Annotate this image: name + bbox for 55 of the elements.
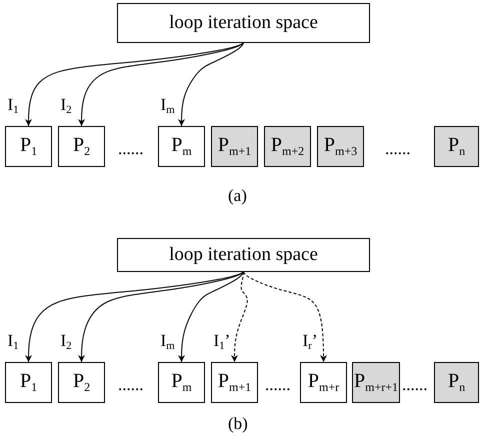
node-label: P$_{2}$ <box>72 370 90 395</box>
arrow <box>178 272 244 362</box>
node-label: loop iteration space <box>169 12 318 34</box>
processor-box <box>211 362 258 403</box>
edge-label: I$_{1}$ <box>6 332 20 352</box>
ellipsis: ...... <box>265 376 290 393</box>
arrow <box>78 272 244 362</box>
edge-label: I$_{2}$ <box>60 332 73 352</box>
node-label: P$_{m+1}$ <box>218 134 252 159</box>
edge-label: I$_{m}$ <box>160 96 176 116</box>
edge-label: I$_{1}$’ <box>212 332 232 352</box>
edge-label: I$_{2}$ <box>60 96 73 116</box>
node-label: P$_{m+r+1}$ <box>354 370 398 395</box>
arrow <box>243 272 327 362</box>
node-label: P$_{m+1}$ <box>218 370 252 395</box>
edge-label: I$_{r}$’ <box>302 332 319 352</box>
ellipsis: ...... <box>118 376 144 393</box>
shaded-processor-box <box>434 126 479 167</box>
iteration-space-box <box>117 3 370 43</box>
shaded-processor-box <box>434 362 479 403</box>
processor-box <box>300 362 347 403</box>
node-label: P$_{1}$ <box>20 134 38 159</box>
node-label: loop iteration space <box>169 244 318 266</box>
processor-box <box>158 362 205 403</box>
edge-label: I$_{1}$ <box>6 96 20 116</box>
processor-box <box>158 126 205 167</box>
processor-box <box>58 126 105 167</box>
processor-box <box>5 362 52 403</box>
processor-box <box>5 126 52 167</box>
arrow <box>78 42 244 126</box>
iteration-space-box <box>117 238 370 272</box>
node-label: P$_{m}$ <box>171 134 192 159</box>
node-label: P$_{1}$ <box>20 370 38 395</box>
arrow <box>25 42 244 126</box>
edge-label: I$_{m}$ <box>160 332 176 352</box>
panel-label: (b) <box>228 415 248 432</box>
node-label: P$_{2}$ <box>72 134 90 159</box>
arrow <box>25 272 244 362</box>
shaded-processor-box <box>352 362 400 403</box>
ellipsis: ...... <box>385 140 410 157</box>
node-label: P$_{m+r}$ <box>308 370 340 395</box>
node-label: P$_{m+3}$ <box>324 134 358 159</box>
shaded-processor-box <box>211 126 258 167</box>
shaded-processor-box <box>317 126 364 167</box>
processor-box <box>58 362 105 403</box>
panel-label: (a) <box>228 187 247 204</box>
ellipsis: ...... <box>402 376 428 393</box>
node-label: P$_{m+2}$ <box>270 134 304 159</box>
node-label: P$_{n}$ <box>448 370 466 395</box>
node-label: P$_{n}$ <box>448 134 466 159</box>
arrow <box>178 42 244 126</box>
node-label: P$_{m}$ <box>171 370 192 395</box>
arrow <box>231 272 248 362</box>
ellipsis: ...... <box>118 140 144 157</box>
shaded-processor-box <box>264 126 311 167</box>
